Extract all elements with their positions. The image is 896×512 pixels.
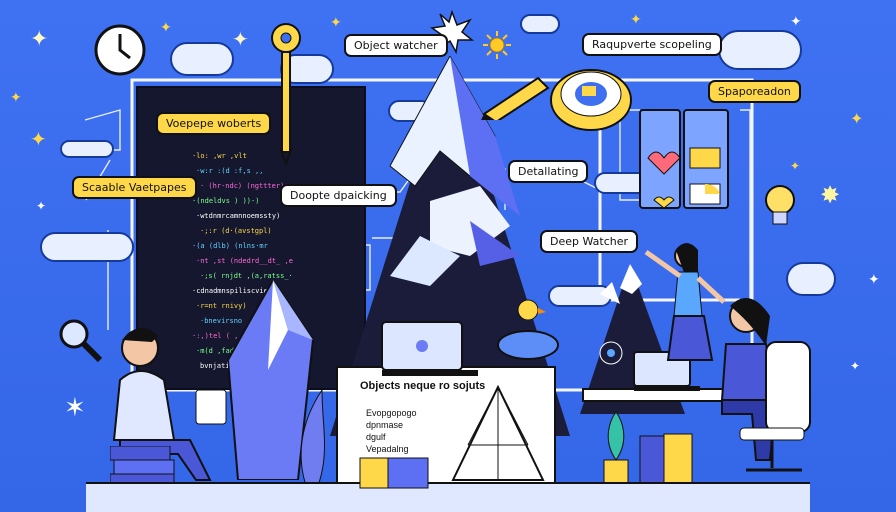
detailing-label: Detallating [508,160,589,183]
code-line: ·r=nt rnivy) [196,302,247,310]
star-icon: ✦ [10,89,22,105]
deep-watcher-label: Deep Watcher [540,230,639,253]
coin-stack [639,433,693,489]
cloud [170,42,234,76]
code-line: ·w:r :(d :f,s ,, [196,167,264,175]
office-chair [739,341,811,472]
star-icon: ✦ [868,271,880,287]
star-icon: ✦ [30,129,47,151]
star-icon: ✦ [850,359,861,373]
supported-label: Spaporeadon [708,80,801,103]
webcam-icon [599,341,623,365]
database-icon [550,69,632,131]
laptop-center [381,321,478,376]
code-line: ·lo: ,wr ,vlt [192,152,247,160]
vue-objects-label: Voepepe woberts [156,112,272,135]
star-icon: ✸ [820,182,841,209]
cloud [718,30,802,70]
code-line: ·(a (dlb) (nlns·mr [192,242,268,250]
plant-left [300,388,325,500]
sun-icon [483,31,511,59]
cloud [60,140,114,158]
crystal-shape [228,280,315,480]
code-line: · (hr-ndc) (ngttter) [200,182,285,190]
scalable-watchers-label: Scaable Vaetpapes [72,176,197,199]
pencil-icon [481,76,550,120]
star-icon: ✦ [790,13,802,29]
magnifier-icon [59,319,103,363]
geometric-shape [451,385,545,481]
star-icon: ✦ [30,26,49,51]
star-icon: ✦ [36,199,47,213]
star-icon: ✦ [232,29,249,51]
board-list-item: Evopgopogo [366,408,417,418]
cube-blocks [359,457,429,489]
star-icon: ✦ [160,19,172,35]
cloud [40,232,134,262]
code-line: ·cdnadmnspiliscvieu)· [192,287,281,295]
clock-icon [94,24,146,76]
plant-pot [603,411,629,487]
person-left [112,327,227,481]
code-line: ·:,)tel ( , ,· [192,332,252,340]
object-watcher-label: Object watcher [344,34,448,57]
code-line: ·bnevirsno ,vslnk [200,317,272,325]
reactive-computing-label: Raqupverte scopeling [582,33,722,56]
star-icon: ✦ [330,14,342,30]
code-line: ·wtdnmrcamnnoemssty) [196,212,281,220]
person-standing [644,243,726,361]
star-icon: ✶ [64,392,86,422]
cloud [520,14,560,34]
bird-icon [497,299,559,360]
floor-platform [86,482,810,512]
star-icon: ✦ [790,159,801,173]
person-right-seated [720,298,778,461]
code-line: ·m(d ,fadl; [196,347,243,355]
star-icon: ✦ [850,111,864,128]
lightbulb-icon [765,185,795,225]
star-icon: ✦ [630,11,642,27]
board-list-item: dpnmase [366,420,404,430]
code-line: ·(ndeldvs ) ))-) [192,197,260,205]
board-list-item: Vepadalng [366,444,409,454]
board-title: Objects neque ro sojuts [360,380,486,392]
deep-watching-label: Doopte dpaicking [280,184,397,207]
code-line: ·;:r (d·(avstgpl) [200,227,272,235]
key-icon [271,23,301,166]
code-line: ·;s( rnjdt ,(a,ratss_· [200,272,293,280]
dashboard-panels [639,109,729,209]
board-list-item: dgulf [366,432,386,442]
cloud [786,262,836,296]
code-line: ·nt ,st (ndedrd__dt_ ,e [196,257,293,265]
